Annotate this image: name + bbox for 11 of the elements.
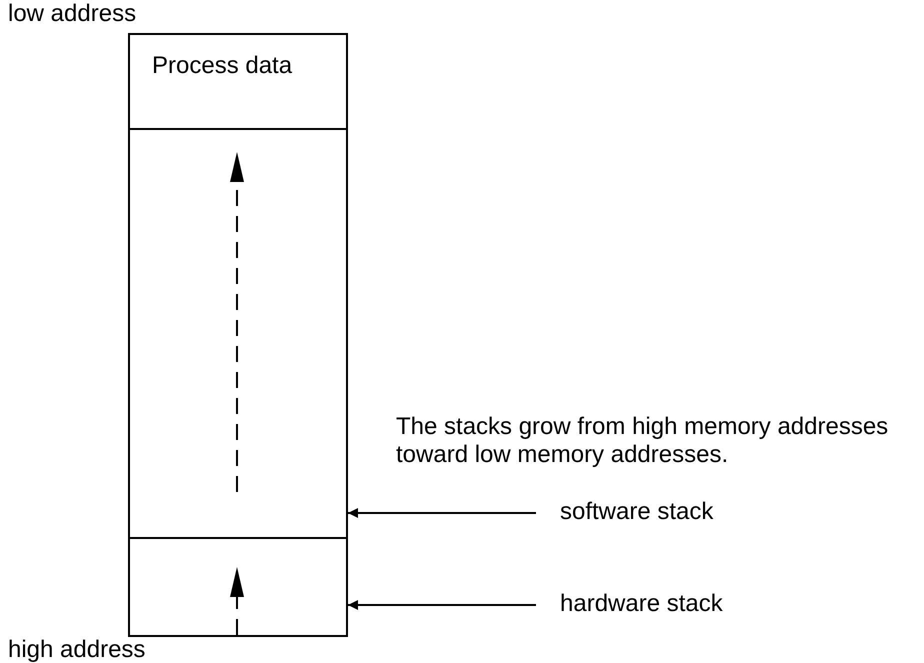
arrow [348, 508, 536, 518]
memory-region-box [128, 128, 348, 539]
stack-label: software stack [560, 498, 714, 526]
arrow [348, 600, 536, 610]
region-label: Process data [152, 52, 292, 80]
address-label: low address [8, 0, 136, 28]
address-label: high address [8, 636, 146, 663]
note-text: The stacks grow from high memory addresses toward low memory addresses. [396, 413, 890, 469]
memory-region-box [128, 33, 348, 130]
stack-label: hardware stack [560, 590, 723, 618]
memory-region-box [128, 537, 348, 637]
